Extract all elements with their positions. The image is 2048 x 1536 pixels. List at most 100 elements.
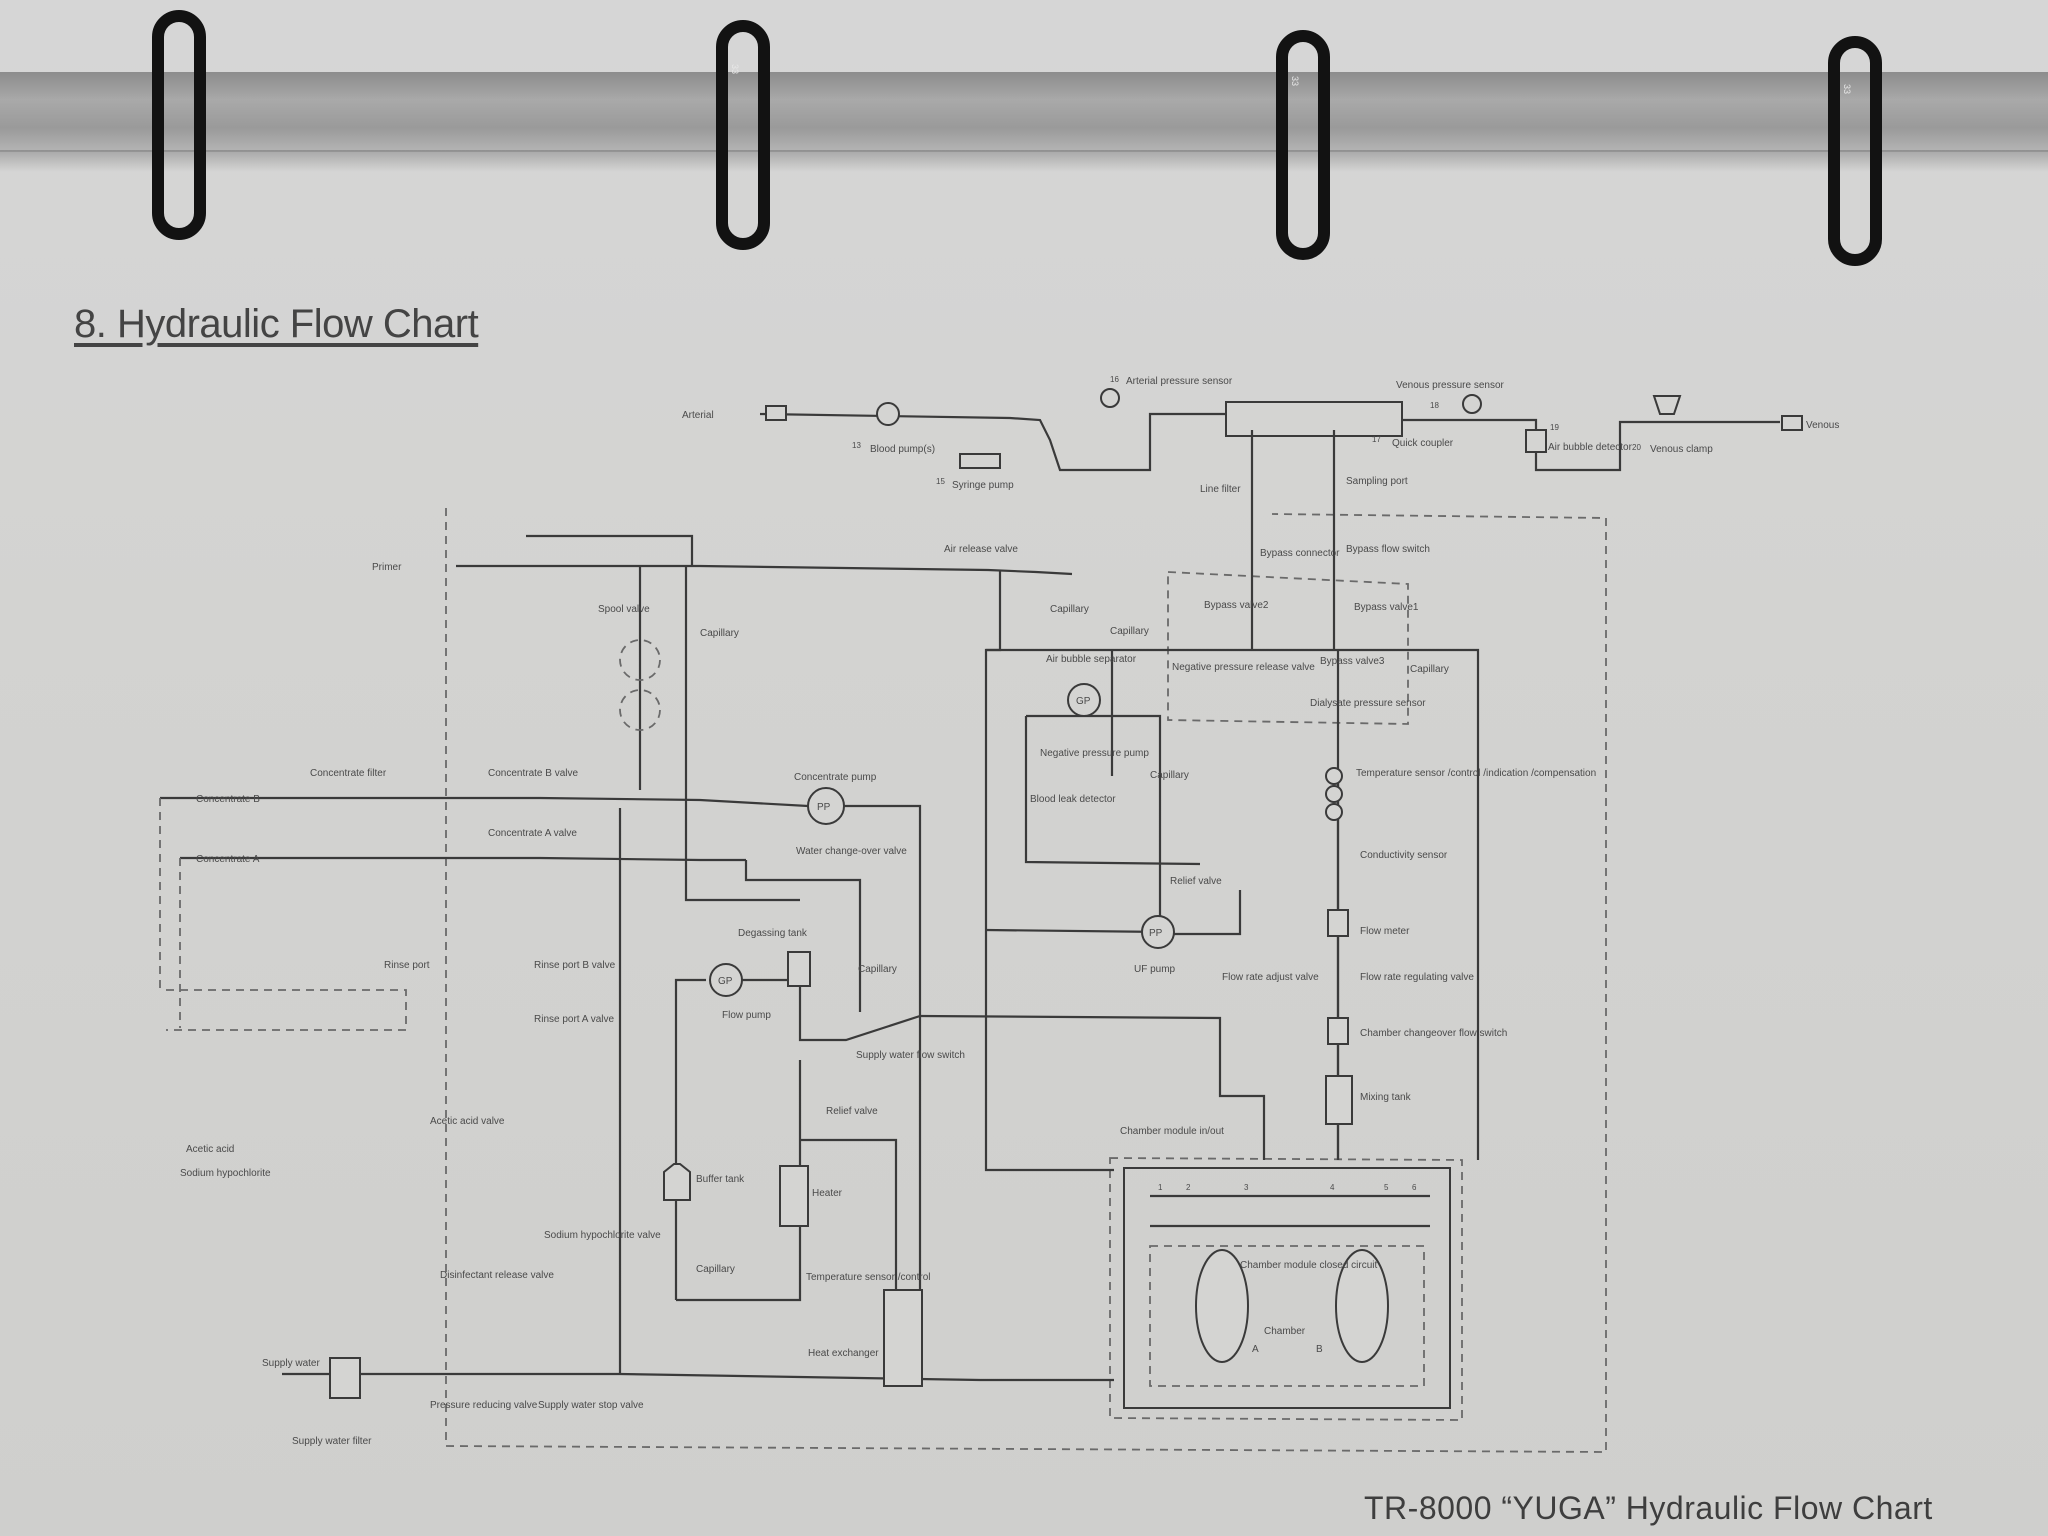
label-capillary-3: Capillary (1410, 664, 1449, 675)
negative-pressure-pump-symbol (1067, 683, 1101, 717)
binder-ring (716, 20, 770, 250)
degassing-tank-symbol (787, 951, 811, 987)
label-relief-valve-1: Relief valve (1170, 876, 1222, 887)
label-venous-clamp-num: 20 (1632, 443, 1641, 452)
label-disinfectant-release: Disinfectant release valve (440, 1270, 554, 1281)
label-buffer-tank: Buffer tank (696, 1174, 745, 1185)
label-capillary-5: Capillary (700, 628, 739, 639)
pipe (844, 804, 922, 1380)
label-blood-pump-num: 13 (852, 441, 861, 450)
chamber-valve-number: 5 (1384, 1183, 1389, 1192)
label-primer: Primer (372, 562, 402, 573)
label-air-release-valve: Air release valve (944, 544, 1018, 555)
label-sodium-hypochlorite-valve: Sodium hypochlorite valve (544, 1230, 661, 1241)
chamber-changeover-switch-symbol (1327, 1017, 1349, 1045)
label-neg-pressure-release: Negative pressure release valve (1172, 662, 1315, 673)
label-capillary-6: Capillary (858, 964, 897, 975)
flow-meter-symbol (1327, 909, 1349, 937)
label-chamber-module-inout: Chamber module in/out (1120, 1126, 1224, 1137)
label-air-bubble-detector-num: 19 (1550, 423, 1559, 432)
syringe-pump-symbol (959, 453, 1001, 469)
label-venous-clamp: Venous clamp (1650, 444, 1713, 455)
label-sampling-port: Sampling port (1346, 476, 1408, 487)
chamber-valve-number: 6 (1412, 1183, 1417, 1192)
pipe (742, 978, 921, 1042)
label-blood-pump: Blood pump(s) (870, 444, 935, 455)
label-bypass-valve-1: Bypass valve1 (1354, 602, 1419, 613)
label-supply-water-filter: Supply water filter (292, 1436, 372, 1447)
chamber-b (1335, 1249, 1389, 1363)
temperature-sensor-symbol (1325, 785, 1343, 803)
label-chamber-a: A (1252, 1344, 1259, 1355)
label-heater: Heater (812, 1188, 843, 1199)
label-flow-meter: Flow meter (1360, 926, 1410, 937)
label-supply-water: Supply water (262, 1358, 320, 1369)
label-bypass-valve-3: Bypass valve3 (1320, 656, 1385, 667)
footer-caption: TR-8000 “YUGA” Hydraulic Flow Chart (1364, 1490, 1933, 1526)
label-rinse-port-b: Rinse port B valve (534, 960, 616, 971)
label-bypass-valve-2: Bypass valve2 (1204, 600, 1269, 611)
label-uf-pump: UF pump (1134, 964, 1176, 975)
label-sodium-hypochlorite: Sodium hypochlorite (180, 1168, 271, 1179)
chamber-valve-manifold (1150, 1194, 1430, 1228)
pipe (986, 648, 1480, 1160)
label-supply-water-flow-switch: Supply water flow switch (856, 1050, 965, 1061)
label-water-changeover: Water change-over valve (796, 846, 907, 857)
label-arterial-pressure-num: 16 (1110, 375, 1119, 384)
label-capillary-2: Capillary (1110, 626, 1149, 637)
label-concentrate-a: Concentrate A (196, 854, 260, 865)
temperature-sensor-symbol (1325, 767, 1343, 785)
blood-line (759, 412, 1230, 472)
gp-symbol: GP (718, 976, 733, 987)
label-temperature-sensor: Temperature sensor /control /indication … (1356, 768, 1596, 779)
chamber-module-frame (1123, 1167, 1451, 1409)
pipe (1024, 716, 1201, 866)
dialyzer (1225, 401, 1403, 437)
label-spool-valve: Spool valve (598, 604, 650, 615)
blood-line (1400, 418, 1780, 472)
label-concentrate-b: Concentrate B (196, 794, 260, 805)
venous-clamp-symbol (1652, 395, 1682, 415)
label-acetic-acid-valve: Acetic acid valve (430, 1116, 505, 1127)
label-chamber-b: B (1316, 1344, 1323, 1355)
pipe (456, 564, 1073, 576)
binder-ring (1276, 30, 1330, 260)
arterial-connector (765, 405, 787, 421)
label-venous-pressure-num: 18 (1430, 401, 1439, 410)
label-air-bubble-detector: Air bubble detector (1548, 442, 1633, 453)
concentrate-b-line (160, 796, 809, 808)
chamber-valve-number: 2 (1186, 1183, 1191, 1192)
binder-shadow (0, 150, 2048, 172)
label-acetic-acid: Acetic acid (186, 1144, 234, 1155)
pp-symbol: PP (817, 802, 831, 813)
air-bubble-detector-symbol (1525, 429, 1547, 453)
label-concentrate-a-valve: Concentrate A valve (488, 828, 577, 839)
pipe (526, 534, 694, 566)
label-capillary-4: Capillary (1150, 770, 1189, 781)
label-rinse-port: Rinse port (384, 960, 430, 971)
closed-circuit-frame (1149, 1245, 1425, 1387)
label-temperature-sensor-control: Temperature sensor /control (806, 1272, 931, 1283)
label-concentrate-b-valve: Concentrate B valve (488, 768, 578, 779)
uf-pump-symbol (1141, 915, 1175, 949)
chamber-valve-number: 3 (1244, 1183, 1249, 1192)
label-venous-pressure: Venous pressure sensor (1396, 380, 1505, 391)
label-pressure-reducing: Pressure reducing valve (430, 1400, 538, 1411)
arterial-pressure-symbol (1100, 388, 1120, 408)
chamber-a (1195, 1249, 1249, 1363)
supply-water-filter-symbol (329, 1357, 361, 1399)
mixing-tank-symbol (1325, 1075, 1353, 1125)
label-mixing-tank: Mixing tank (1360, 1092, 1412, 1103)
blood-pump-symbol (876, 402, 900, 426)
binder-spine-bar (0, 72, 2048, 152)
label-closed-circuit: Chamber module closed circuit (1240, 1260, 1378, 1271)
chamber-valve-number: 1 (1158, 1183, 1163, 1192)
bypass-module-boundary (1167, 571, 1409, 725)
pipe (985, 928, 1165, 934)
label-line-filter: Line filter (1200, 484, 1241, 495)
heater-symbol (779, 1165, 809, 1227)
label-blood-leak-detector: Blood leak detector (1030, 794, 1116, 805)
buffer-tank-symbol (663, 1163, 691, 1201)
